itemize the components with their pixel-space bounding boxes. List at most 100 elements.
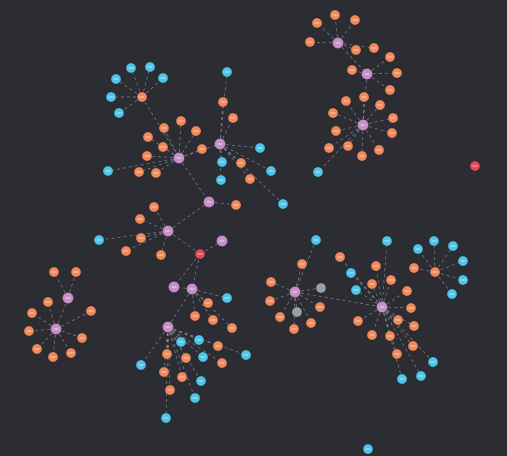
graph-node-cyan[interactable] — [105, 91, 117, 103]
graph-node-cyan[interactable] — [113, 107, 125, 119]
graph-node-orange[interactable] — [161, 348, 173, 360]
graph-node-orange[interactable] — [85, 305, 97, 317]
graph-node-orange[interactable] — [368, 42, 380, 54]
graph-node-cyan[interactable] — [446, 288, 458, 300]
graph-node-cyan[interactable] — [415, 370, 427, 382]
graph-node-cyan[interactable] — [125, 62, 137, 74]
graph-node-cyan[interactable] — [381, 235, 393, 247]
graph-node-cyan[interactable] — [412, 243, 424, 255]
graph-node-cyan[interactable] — [175, 336, 187, 348]
graph-node-purple[interactable] — [357, 119, 369, 131]
graph-node-cyan[interactable] — [221, 292, 233, 304]
graph-node-orange[interactable] — [296, 258, 308, 270]
graph-node-purple[interactable] — [376, 301, 388, 313]
graph-node-orange[interactable] — [47, 351, 59, 363]
graph-node-cyan[interactable] — [345, 267, 357, 279]
graph-node-cyan[interactable] — [193, 334, 205, 346]
graph-node-orange[interactable] — [384, 51, 396, 63]
graph-node-purple[interactable] — [332, 37, 344, 49]
graph-node-orange[interactable] — [408, 262, 420, 274]
graph-node-orange[interactable] — [366, 278, 378, 290]
graph-node-orange[interactable] — [217, 96, 229, 108]
graph-node-orange[interactable] — [408, 320, 420, 332]
graph-node-purple[interactable] — [216, 235, 228, 247]
graph-node-cyan[interactable] — [215, 174, 227, 186]
graph-node-purple[interactable] — [168, 281, 180, 293]
graph-node-orange[interactable] — [76, 332, 88, 344]
graph-node-orange[interactable] — [391, 67, 403, 79]
graph-node-orange[interactable] — [23, 325, 35, 337]
graph-node-orange[interactable] — [392, 314, 404, 326]
graph-node-orange[interactable] — [356, 150, 368, 162]
graph-node-cyan[interactable] — [277, 198, 289, 210]
graph-node-purple[interactable] — [203, 196, 215, 208]
graph-node-orange[interactable] — [26, 307, 38, 319]
graph-node-red[interactable] — [469, 160, 481, 172]
graph-node-orange[interactable] — [370, 260, 382, 272]
graph-node-orange[interactable] — [391, 348, 403, 360]
graph-node-orange[interactable] — [264, 295, 276, 307]
graph-node-orange[interactable] — [134, 213, 146, 225]
graph-node-cyan[interactable] — [457, 274, 469, 286]
graph-node-orange[interactable] — [314, 301, 326, 313]
graph-node-cyan[interactable] — [110, 73, 122, 85]
graph-node-orange[interactable] — [387, 112, 399, 124]
graph-node-orange[interactable] — [141, 150, 153, 162]
graph-node-orange[interactable] — [216, 357, 228, 369]
graph-node-orange[interactable] — [304, 36, 316, 48]
graph-node-orange[interactable] — [65, 347, 77, 359]
graph-node-orange[interactable] — [407, 340, 419, 352]
graph-node-cyan[interactable] — [144, 61, 156, 73]
graph-node-orange[interactable] — [133, 166, 145, 178]
graph-node-orange[interactable] — [212, 340, 224, 352]
graph-node-purple[interactable] — [162, 225, 174, 237]
graph-node-cyan[interactable] — [396, 373, 408, 385]
graph-node-orange[interactable] — [70, 266, 82, 278]
graph-node-cyan[interactable] — [195, 375, 207, 387]
graph-node-orange[interactable] — [311, 17, 323, 29]
graph-node-cyan[interactable] — [160, 412, 172, 424]
graph-node-orange[interactable] — [235, 157, 247, 169]
graph-node-orange[interactable] — [244, 173, 256, 185]
graph-node-orange[interactable] — [150, 167, 162, 179]
graph-node-purple[interactable] — [173, 152, 185, 164]
graph-node-orange[interactable] — [346, 64, 358, 76]
graph-node-cyan[interactable] — [428, 235, 440, 247]
graph-node-orange[interactable] — [327, 107, 339, 119]
graph-node-orange[interactable] — [358, 91, 370, 103]
graph-node-orange[interactable] — [135, 232, 147, 244]
graph-node-orange[interactable] — [207, 314, 219, 326]
graph-node-orange[interactable] — [329, 9, 341, 21]
graph-node-orange[interactable] — [226, 322, 238, 334]
graph-node-cyan[interactable] — [135, 359, 147, 371]
graph-node-cyan[interactable] — [447, 240, 459, 252]
graph-node-orange[interactable] — [175, 115, 187, 127]
graph-node-purple[interactable] — [162, 321, 174, 333]
graph-node-orange[interactable] — [31, 343, 43, 355]
graph-node-orange[interactable] — [42, 296, 54, 308]
graph-node-orange[interactable] — [350, 44, 362, 56]
graph-node-cyan[interactable] — [457, 255, 469, 267]
graph-node-purple[interactable] — [50, 323, 62, 335]
graph-node-purple[interactable] — [214, 138, 226, 150]
graph-node-orange[interactable] — [429, 266, 441, 278]
graph-node-orange[interactable] — [342, 140, 354, 152]
graph-node-purple[interactable] — [62, 292, 74, 304]
graph-node-orange[interactable] — [230, 199, 242, 211]
graph-node-cyan[interactable] — [265, 165, 277, 177]
graph-node-orange[interactable] — [227, 112, 239, 124]
graph-node-orange[interactable] — [405, 302, 417, 314]
graph-node-orange[interactable] — [48, 266, 60, 278]
graph-node-purple[interactable] — [186, 283, 198, 295]
graph-node-cyan[interactable] — [93, 234, 105, 246]
graph-node-orange[interactable] — [386, 127, 398, 139]
graph-node-orange[interactable] — [305, 317, 317, 329]
graph-node-cyan[interactable] — [189, 392, 201, 404]
graph-node-orange[interactable] — [288, 323, 300, 335]
graph-node-orange[interactable] — [352, 315, 364, 327]
graph-node-purple[interactable] — [289, 286, 301, 298]
graph-node-orange[interactable] — [164, 384, 176, 396]
graph-node-orange[interactable] — [330, 125, 342, 137]
graph-node-orange[interactable] — [202, 297, 214, 309]
